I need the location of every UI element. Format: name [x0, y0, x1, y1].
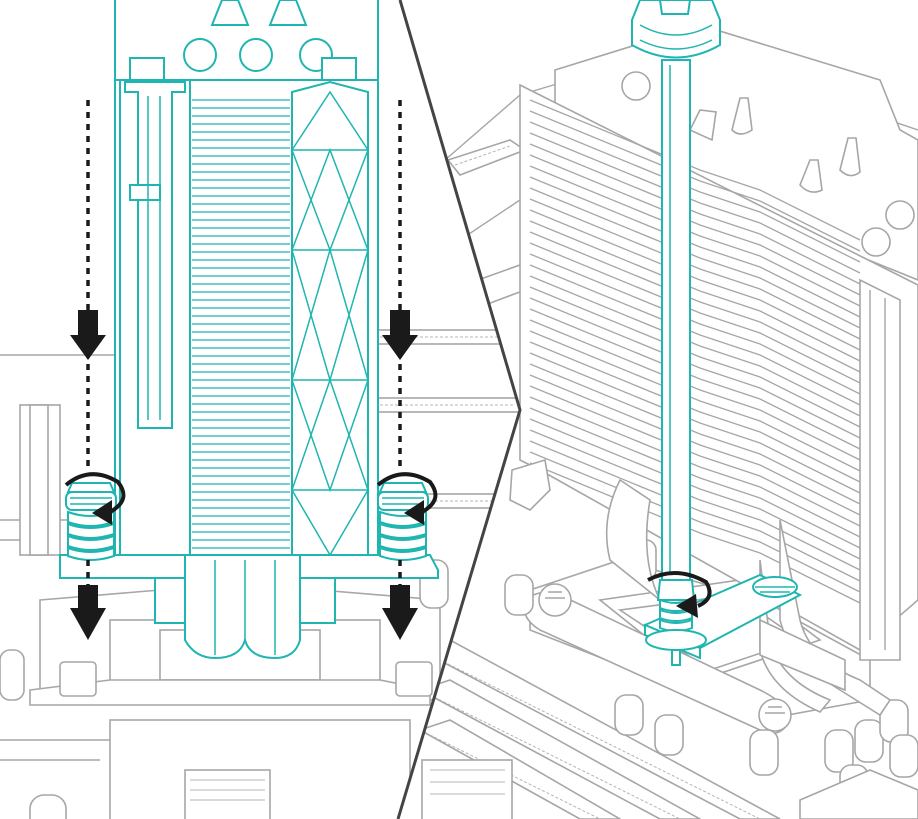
ram-slots-right: [417, 639, 781, 819]
fin-line: [529, 231, 861, 373]
fin-line: [529, 440, 861, 582]
fin-line: [529, 110, 861, 252]
down-arrow-icon: [70, 310, 106, 640]
rotate-arrow-icon: [64, 472, 126, 525]
fin-line: [529, 176, 861, 318]
motherboard-left: [0, 329, 520, 819]
fin-line: [529, 253, 861, 395]
right-panel: [417, 0, 918, 819]
fin-line: [529, 132, 861, 274]
rotate-arrow-icon: [647, 571, 712, 618]
spring-screw-right: [377, 482, 429, 561]
fin-line: [529, 330, 861, 472]
fin-line: [529, 429, 861, 571]
fin-line: [529, 385, 861, 527]
left-panel: [0, 0, 520, 819]
fin-line: [529, 121, 861, 263]
fin-line: [529, 363, 861, 505]
down-arrow-icon: [382, 310, 418, 640]
fin-line: [529, 154, 861, 296]
screwdriver-icon: [631, 0, 721, 581]
fin-line: [529, 143, 861, 285]
fin-line: [529, 407, 861, 549]
fin-line: [529, 319, 861, 461]
fin-line: [529, 352, 861, 494]
fin-line: [529, 99, 861, 241]
spring-screw-left: [65, 482, 117, 561]
fin-line: [529, 275, 861, 417]
fin-line: [529, 286, 861, 428]
fin-line: [529, 451, 861, 593]
fin-stack-left: [192, 99, 290, 549]
rotate-arrow-icon: [376, 472, 438, 525]
fin-line: [529, 374, 861, 516]
heatsink-left: [59, 0, 439, 660]
fin-line: [529, 165, 861, 307]
fin-line: [529, 187, 861, 329]
fin-line: [529, 264, 861, 406]
fin-line: [529, 396, 861, 538]
fin-line: [529, 198, 861, 340]
panel-divider: [396, 0, 522, 819]
fin-line: [529, 308, 861, 450]
fin-line: [529, 242, 861, 384]
fin-line: [529, 209, 861, 351]
fin-line: [529, 418, 861, 560]
fin-line: [529, 341, 861, 483]
fin-stack-right: [529, 99, 861, 604]
fin-line: [529, 297, 861, 439]
fin-line: [529, 220, 861, 362]
heatpipe-caps-right: [621, 71, 915, 257]
